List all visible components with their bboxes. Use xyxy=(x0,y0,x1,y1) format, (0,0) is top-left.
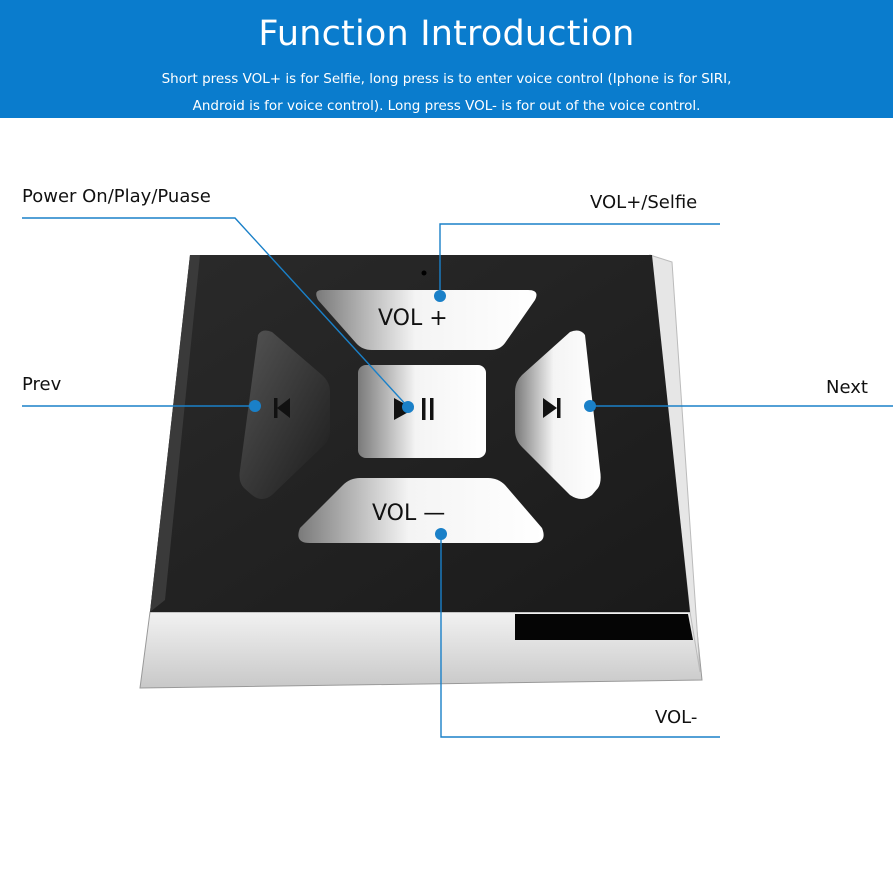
description-line-1: Short press VOL+ is for Selfie, long pre… xyxy=(161,71,732,87)
callout-lines xyxy=(22,217,893,738)
vol-plus-button-label: VOL + xyxy=(378,306,448,331)
prev-button[interactable] xyxy=(239,330,331,499)
vol-minus-callout-dot xyxy=(435,528,447,540)
vol-minus-button[interactable] xyxy=(298,478,544,543)
vol-minus-button-label: VOL — xyxy=(372,501,445,526)
vol-plus-callout-label: VOL+/Selfie xyxy=(590,192,698,213)
description-line-2: Android is for voice control). Long pres… xyxy=(192,98,701,114)
vol-plus-callout-dot xyxy=(434,290,446,302)
vol-plus-button[interactable] xyxy=(316,290,537,350)
power-callout-line xyxy=(22,217,409,408)
microphone-hole xyxy=(421,270,427,276)
power-callout-label: Power On/Play/Puase xyxy=(22,186,211,207)
function-description: Short press VOL+ is for Selfie, long pre… xyxy=(0,66,893,120)
next-callout-dot xyxy=(584,400,596,412)
vol-minus-callout-line xyxy=(440,534,720,738)
vol-plus-callout-line xyxy=(439,223,720,296)
vol-minus-callout-label: VOL- xyxy=(655,707,698,728)
page-title: Function Introduction xyxy=(258,14,635,54)
prev-callout-label: Prev xyxy=(22,374,62,395)
prev-callout-dot xyxy=(249,400,261,412)
callout-dots xyxy=(249,290,596,540)
power-callout-dot xyxy=(402,401,414,413)
next-icon xyxy=(543,398,561,418)
header-banner: Function Introduction Short press VOL+ i… xyxy=(0,0,893,118)
next-callout-label: Next xyxy=(826,377,868,398)
prev-icon xyxy=(274,398,290,418)
device-base-slot xyxy=(515,614,693,640)
